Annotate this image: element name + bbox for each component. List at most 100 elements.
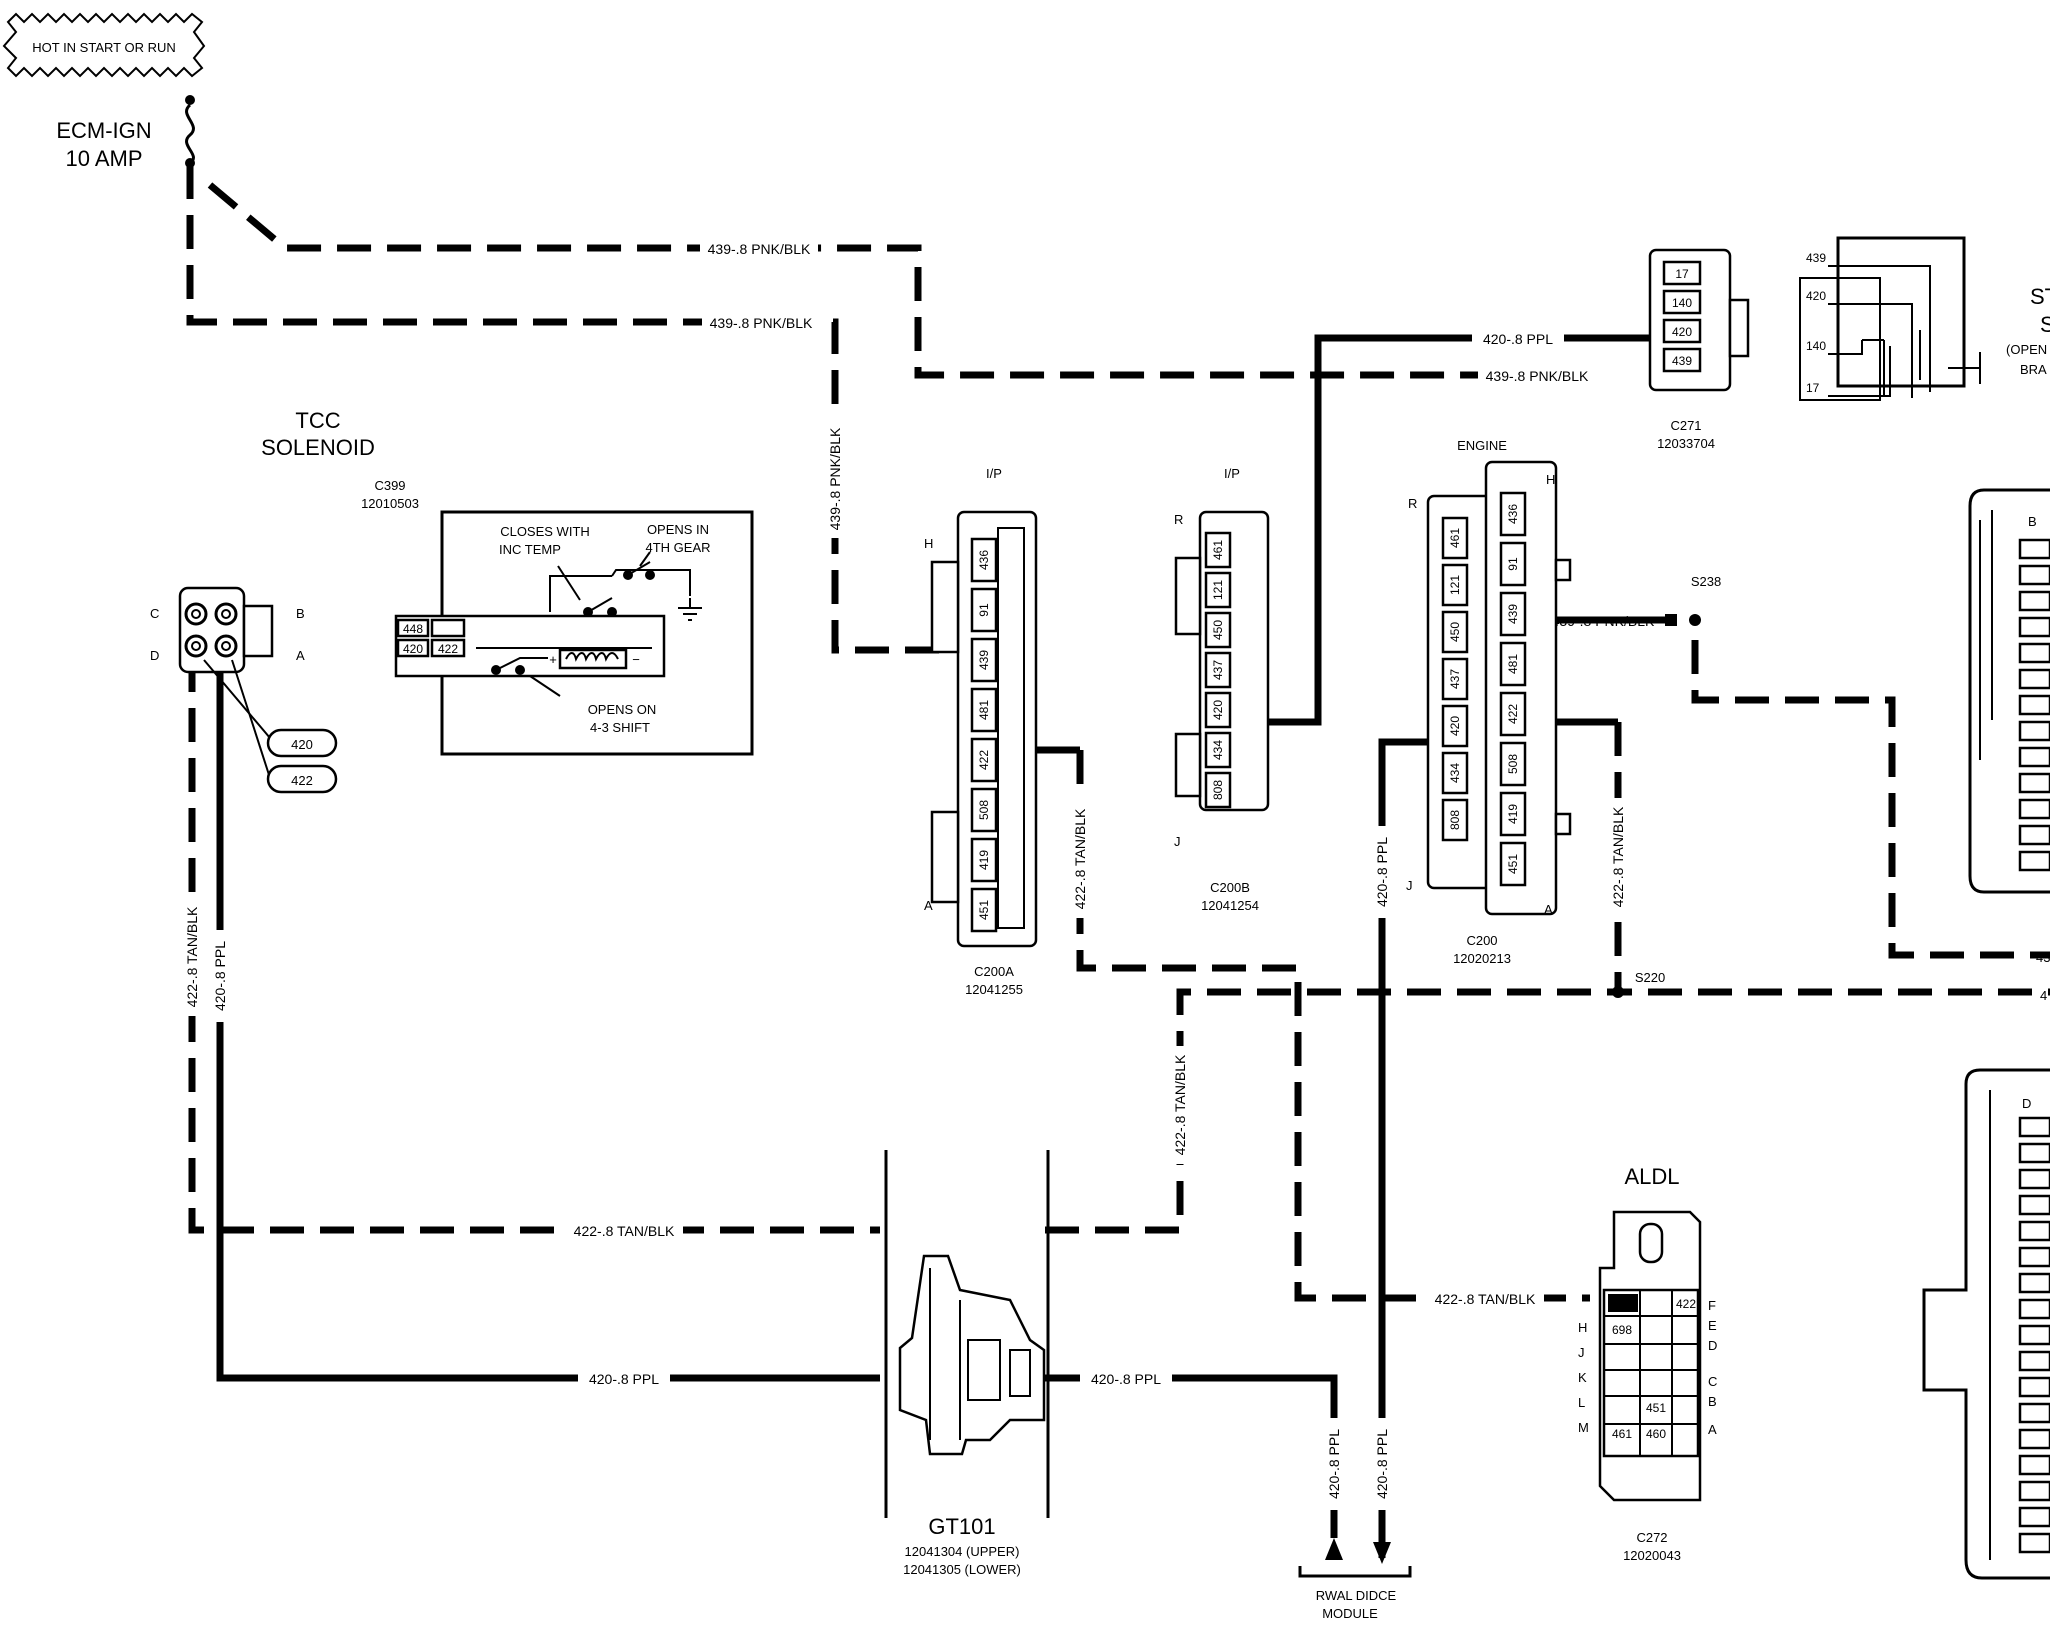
pin-number: 140 [1672,296,1692,310]
bs-pin-140: 140 [1806,339,1826,353]
wire-422-tan-blk: 422-.8 TAN/BLK 422-.8 TAN/BLK 422-.8 TAN… [182,658,2050,1308]
wire-420-label-rwal-b: 420-.8 PPL [1374,1429,1390,1499]
pin-cell [970,787,998,833]
opens43-text-2: 4-3 SHIFT [590,720,650,735]
pin-cell [1662,289,1702,315]
c200a-header: I/P [986,466,1002,481]
pin-number: 481 [977,700,991,720]
wire-420-label-gt101: 420-.8 PPL [1091,1371,1161,1387]
pin-cell [970,737,998,783]
term-422: 422 [438,642,458,656]
pin-cell [1499,491,1527,537]
bs-title-partial-2: S [2040,312,2050,337]
pin-number: 439 [977,650,991,670]
aldl-letter: J [1578,1345,1585,1360]
pin-number: 121 [1211,580,1225,600]
pin-number: 461 [1448,528,1462,548]
pin-number: 808 [1211,780,1225,800]
tag-422: 422 [291,773,313,788]
pin-cell [1441,563,1469,607]
aldl-cell-422: 422 [1676,1297,1696,1311]
pin-number: 451 [977,900,991,920]
pin-number: 121 [1448,575,1462,595]
opens43-text-1: OPENS ON [588,702,657,717]
fuse-name: ECM-IGN [56,118,151,143]
pin-cell [1499,741,1527,787]
pin-number: 450 [1448,622,1462,642]
c200-id: C200 [1466,933,1497,948]
c399-part: 12010503 [361,496,419,511]
c200a-part: 12041255 [965,982,1023,997]
pin-number: 450 [1211,620,1225,640]
aldl-letter: C [1708,1374,1717,1389]
pin-number: 419 [977,850,991,870]
wire-420-label-c200: 420-.8 PPL [1374,837,1390,907]
c399-pin-b: B [296,606,305,621]
c399-pin-d: D [150,648,159,663]
wire-439-label-c271: 439-.8 PNK/BLK [1486,368,1589,384]
pin-number: 481 [1506,654,1520,674]
aldl-letter: B [1708,1394,1717,1409]
pin-number: 508 [977,800,991,820]
pin-number: 437 [1448,669,1462,689]
bs-note-partial-2: BRA [2020,362,2047,377]
aldl-title: ALDL [1624,1164,1679,1189]
pin-number: 422 [1506,704,1520,724]
aldl-letter: L [1578,1395,1585,1410]
c399-connector: C D B A [150,586,305,779]
bs-note-partial: (OPEN [2006,342,2047,357]
pin-cell [1441,657,1469,701]
pin-number: 436 [1506,504,1520,524]
c200b-pin-j: J [1174,834,1181,849]
pin-number: 508 [1506,754,1520,774]
c200b-pin-r: R [1174,512,1183,527]
c399-pin-c: C [150,606,159,621]
c271-id: C271 [1670,418,1701,433]
pin-cell [1499,641,1527,687]
right-edge-label-2: 4 [2040,988,2047,1003]
pin-number: 420 [1211,700,1225,720]
pin-cell [1499,541,1527,587]
pin-number: 420 [1448,716,1462,736]
pin-cell [1499,791,1527,837]
c200-header: ENGINE [1457,438,1507,453]
right-connector-upper: B [1968,488,2050,894]
rwal-line1: RWAL DIDCE [1316,1588,1397,1603]
closes-text-2: INC TEMP [499,542,561,557]
tcc-title-1: TCC [295,408,340,433]
svg-text:−: − [632,652,640,667]
wire-420-label-bottom: 420-.8 PPL [589,1371,659,1387]
hot-in-start-or-run-tag: HOT IN START OR RUN [2,12,206,78]
wire-439-pnk-blk: 439-.8 PNK/BLK 439-.8 PNK/BLK 439-.8 PNK… [186,165,2050,959]
pin-cell [1441,516,1469,560]
aldl-cell-460: 460 [1646,1427,1666,1441]
pin-cell [970,837,998,883]
aldl-cell-451: 451 [1646,1401,1666,1415]
svg-text:+: + [549,652,557,667]
c200a-pin-h: H [924,536,933,551]
aldl-letter: E [1708,1318,1717,1333]
wire-422-label-aldl: 422-.8 TAN/BLK [1435,1291,1536,1307]
c271-part: 12033704 [1657,436,1715,451]
rwal-line2: MODULE [1322,1606,1378,1621]
pin-cell [1499,691,1527,737]
bs-pin-439: 439 [1806,251,1826,265]
wire-422-label-bottom: 422-.8 TAN/BLK [574,1223,675,1239]
wire-439-label-vertical: 439-.8 PNK/BLK [827,427,843,530]
pin-cell [970,687,998,733]
right-connector-lower: D [1922,1068,2050,1580]
gt101-connector: GT101 12041304 (UPPER) 12041305 (LOWER) [884,1150,1050,1577]
rwal-module: RWAL DIDCE MODULE [1298,1566,1412,1621]
pin-number: 419 [1506,804,1520,824]
pin-number: 434 [1448,763,1462,783]
c200b-part: 12041254 [1201,898,1259,913]
pin-cell [1441,798,1469,842]
term-420: 420 [403,642,423,656]
hot-label: HOT IN START OR RUN [32,40,176,55]
aldl-letter: K [1578,1370,1587,1385]
